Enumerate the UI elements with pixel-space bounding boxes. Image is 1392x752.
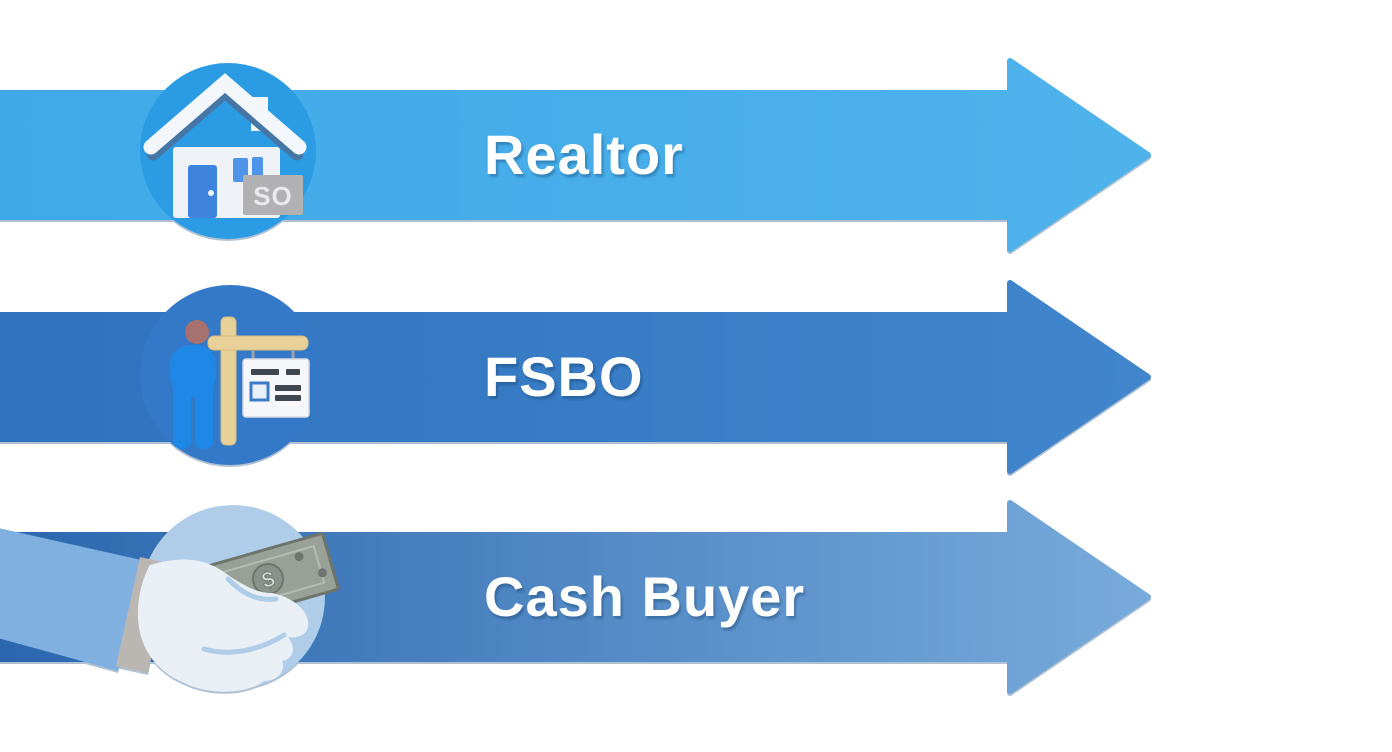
bill-corner-mark [294, 552, 304, 562]
sold-sign-text: SO [253, 181, 293, 211]
sign-photo-box [249, 381, 270, 402]
sign-crossbar [207, 335, 309, 351]
row-label-realtor: Realtor [484, 123, 684, 186]
door-knob [208, 190, 214, 196]
house-door [188, 165, 217, 218]
hand [137, 559, 309, 692]
row-label-fsbo: FSBO [484, 345, 644, 408]
sign-text-bar [275, 395, 301, 401]
bill-corner-mark [317, 568, 327, 578]
row-cash-buyer: $ [0, 500, 1151, 694]
sign-text-dash [286, 369, 300, 375]
person-leg-left [173, 379, 191, 449]
arm-sleeve [0, 528, 146, 671]
sign-text-bar [251, 369, 279, 375]
house-roof [143, 73, 307, 155]
hand-cash-icon: $ [0, 528, 340, 692]
row-label-cash-buyer: Cash Buyer [484, 565, 806, 628]
person-yard-sign-icon [170, 316, 310, 449]
sign-text-bar [275, 385, 301, 391]
person-head [185, 320, 209, 344]
finger-gap-lower [201, 632, 287, 655]
row-fsbo [0, 280, 1151, 474]
sold-sign [243, 175, 303, 215]
finger-gap-upper [225, 576, 279, 602]
row-realtor: SO [0, 58, 1151, 252]
person-leg-right [195, 379, 213, 449]
house-sold-sign-icon: SO [143, 73, 307, 218]
